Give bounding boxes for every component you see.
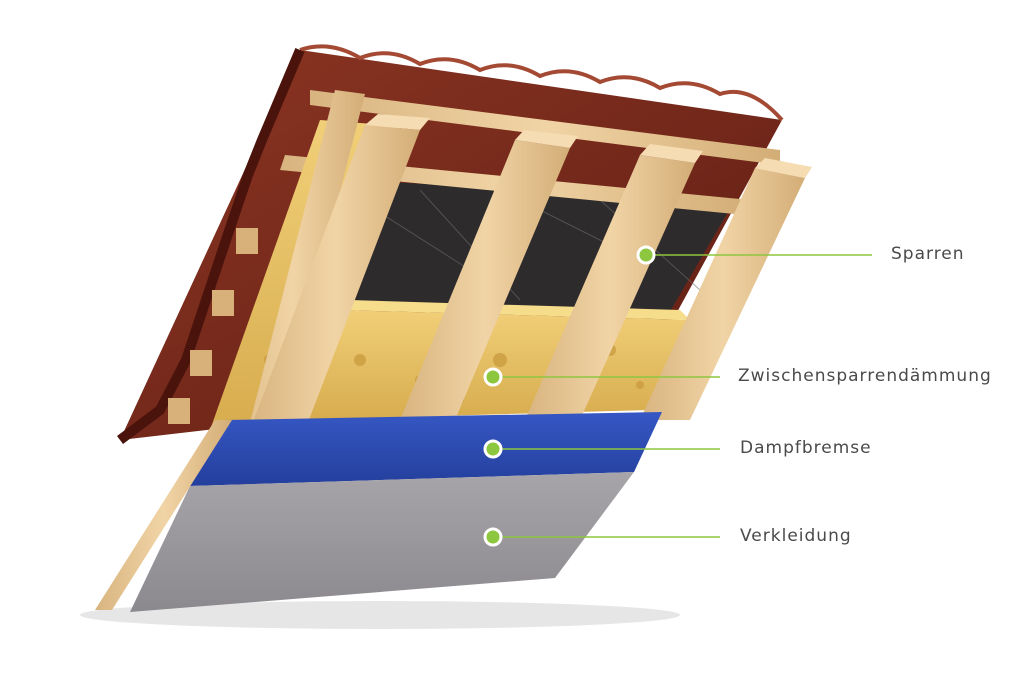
vapor-barrier [190,412,662,486]
floor-shadow [80,601,680,629]
label-dampfbremse: Dampfbremse [740,438,872,458]
label-verkleidung: Verkleidung [740,526,852,546]
marker-verkleidung [483,527,503,547]
marker-zwischensparrendaemmung [483,367,503,387]
leader-lines [493,254,872,538]
marker-sparren [636,245,656,265]
label-zwischensparrendaemmung: Zwischensparrendämmung [738,366,992,386]
edge-timber [95,420,232,610]
label-sparren: Sparren [891,244,965,264]
marker-dots [483,245,656,547]
marker-dampfbremse [483,439,503,459]
cladding-panel [130,472,634,612]
